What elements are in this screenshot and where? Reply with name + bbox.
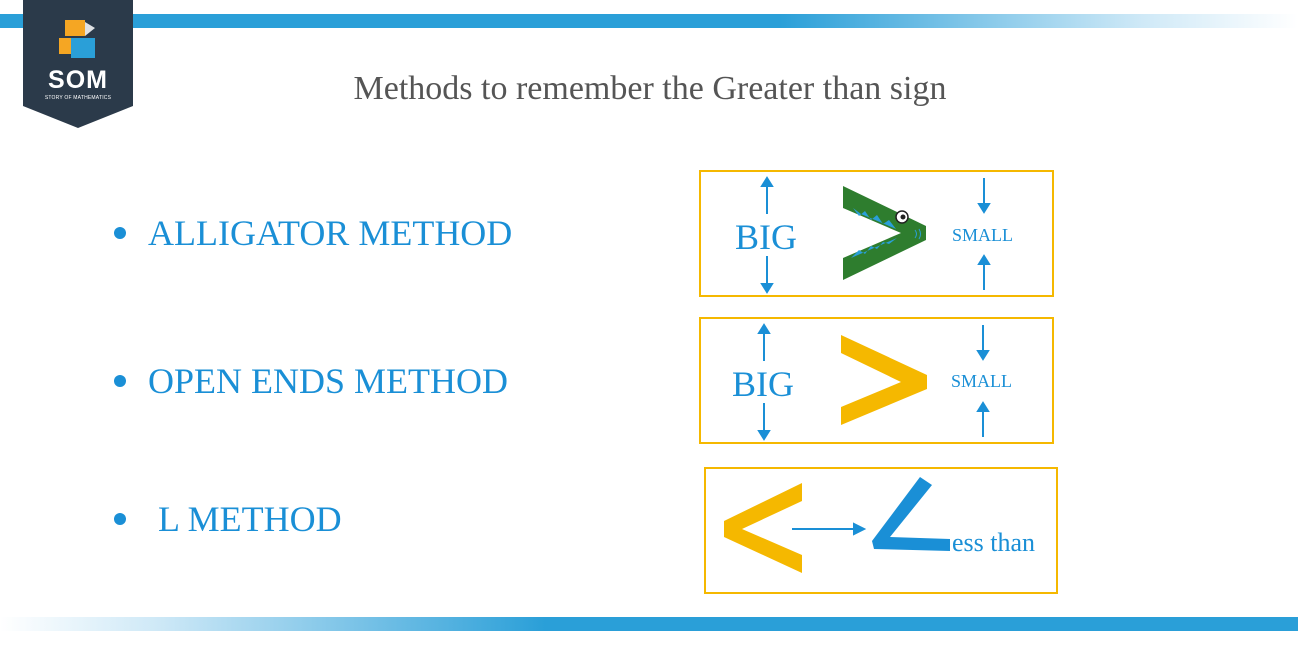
- l-method-box: ess than: [704, 467, 1058, 594]
- bullet-icon: [114, 513, 126, 525]
- logo-subtitle: STORY OF MATHEMATICS: [44, 95, 112, 101]
- method-label: ALLIGATOR METHOD: [148, 213, 513, 253]
- page-title: Methods to remember the Greater than sig…: [353, 70, 947, 107]
- method-label: OPEN ENDS METHOD: [148, 361, 508, 401]
- method-label: L METHOD: [158, 499, 342, 539]
- small-label: SMALL: [951, 371, 1013, 391]
- logo-text: SOM: [48, 66, 108, 94]
- big-label: BIG: [732, 364, 794, 404]
- method-alligator: ALLIGATOR METHOD: [114, 212, 512, 254]
- l-method-diagram: [724, 477, 950, 573]
- alligator-box: BIG SMALL: [699, 170, 1054, 297]
- greater-than-sign-icon: [841, 335, 927, 425]
- alligator-icon: [843, 186, 926, 280]
- method-l: L METHOD: [114, 498, 342, 540]
- alligator-diagram: [760, 176, 991, 294]
- bullet-icon: [114, 375, 126, 387]
- bottom-band: [0, 617, 1298, 631]
- open-ends-diagram: [757, 323, 990, 441]
- less-than-label: ess than: [952, 528, 1036, 557]
- l-shape-icon: [872, 477, 950, 551]
- open-ends-box: BIG SMALL: [699, 317, 1054, 444]
- big-label: BIG: [735, 217, 797, 257]
- method-open-ends: OPEN ENDS METHOD: [114, 360, 508, 402]
- top-band: [0, 14, 1298, 28]
- som-logo: SOM STORY OF MATHEMATICS: [23, 0, 133, 128]
- som-logo-icon: [23, 0, 133, 128]
- arrow-icon: [792, 522, 867, 536]
- bullet-icon: [114, 227, 126, 239]
- small-label: SMALL: [952, 225, 1014, 245]
- less-than-sign-icon: [724, 483, 802, 573]
